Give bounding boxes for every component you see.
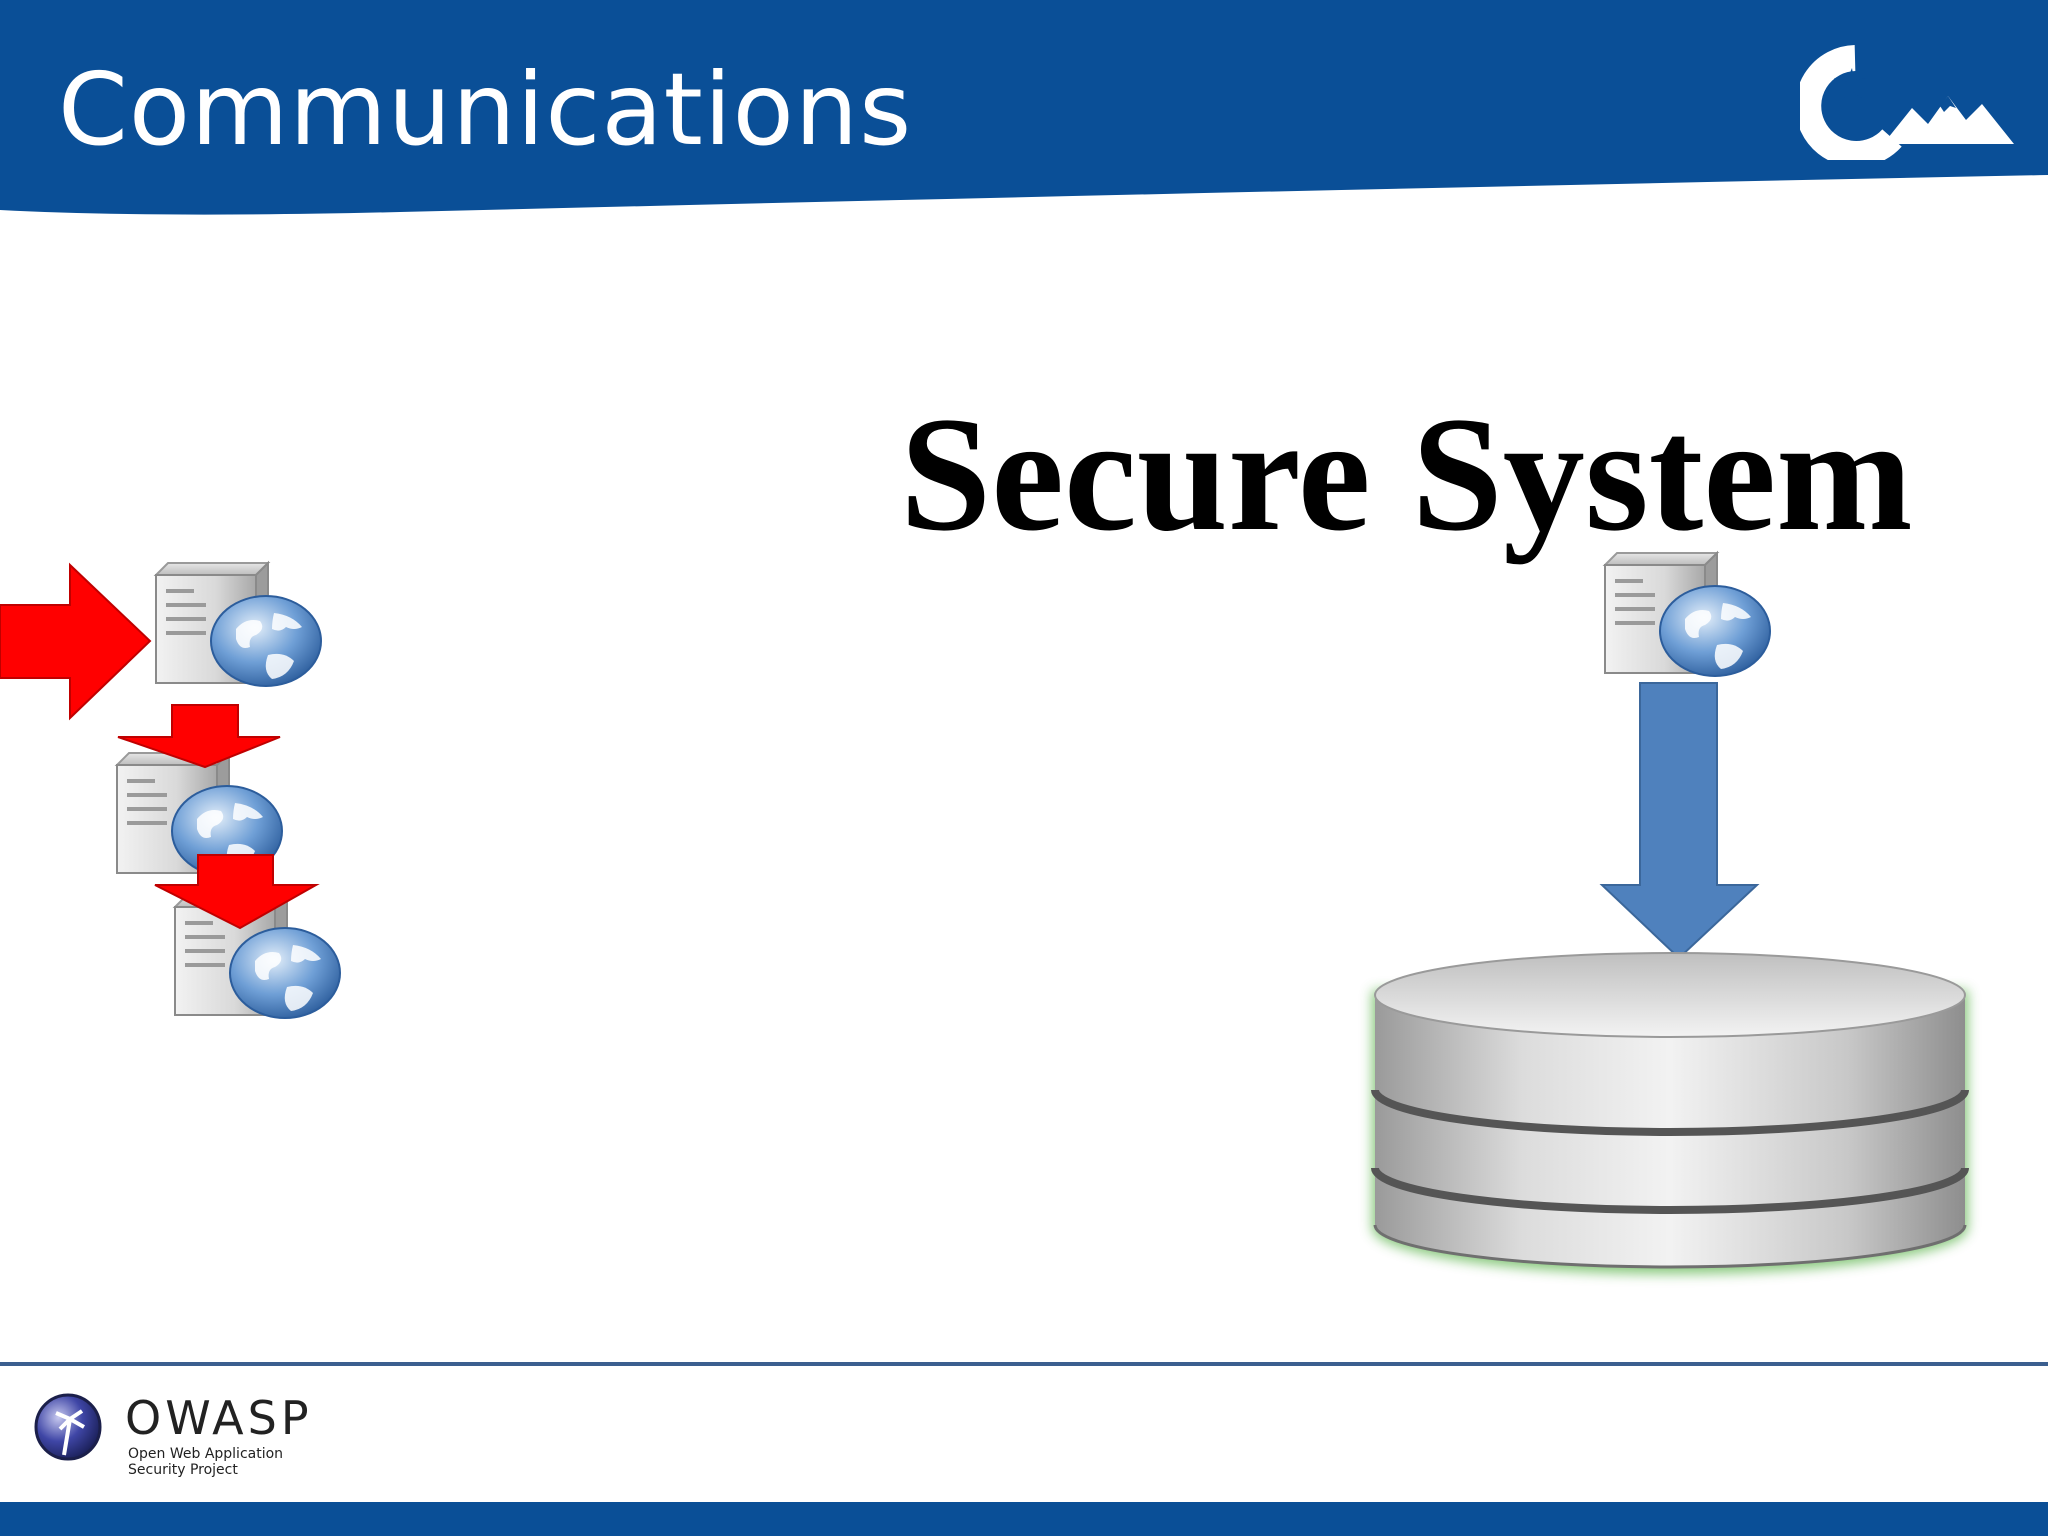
database-icon (1371, 952, 1969, 1274)
footer-band (0, 1502, 2048, 1536)
blue-arrow-icon (1599, 682, 1760, 960)
owasp-tagline-line2: Security Project (128, 1462, 238, 1478)
header-band (0, 0, 2048, 215)
web-server-icon (1604, 552, 1771, 677)
slide-title: Communications (58, 51, 913, 168)
diagram-heading: Secure System (900, 384, 1913, 565)
web-server-icon (155, 562, 322, 687)
owasp-wordmark: OWASP (125, 1391, 313, 1445)
owasp-tagline-line1: Open Web Application (128, 1446, 284, 1462)
red-arrow-icon (0, 562, 152, 721)
red-arrow-icon (154, 854, 320, 930)
owasp-logo-icon (34, 1393, 102, 1461)
mountain-logo-icon (1800, 45, 2014, 160)
footer-divider (0, 1362, 2048, 1366)
red-arrow-icon (117, 704, 281, 769)
